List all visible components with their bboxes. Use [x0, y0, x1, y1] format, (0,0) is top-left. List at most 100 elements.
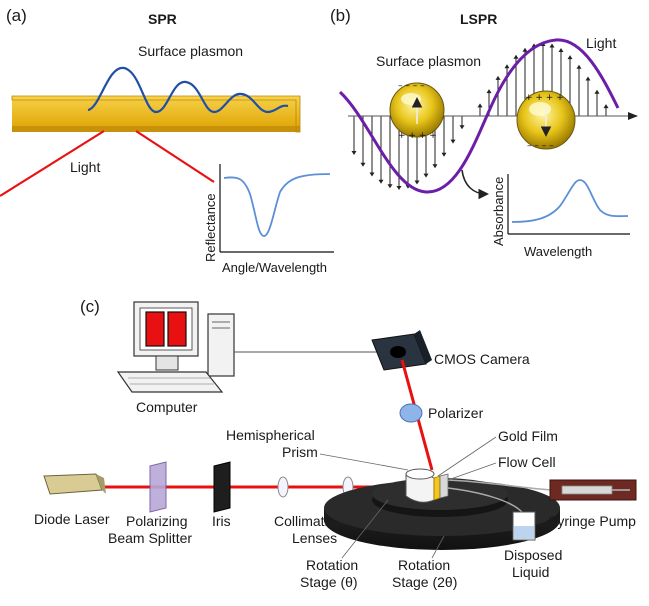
disposed-liquid-beaker: Disposed Liquid [504, 511, 562, 580]
collimating-label-line2: Lenses [292, 530, 337, 546]
nanoparticle-left: – – – – + + + + [389, 81, 445, 141]
panel-a-tag: (a) [6, 6, 27, 25]
field-arrowhead [369, 172, 375, 177]
beam-splitter-label-line2: Beam Splitter [108, 530, 192, 546]
field-arrowhead [387, 184, 393, 189]
field-arrowhead [495, 75, 501, 80]
field-arrowhead [477, 103, 483, 108]
tubing-lower [447, 487, 523, 513]
gold-film-slab [11, 95, 301, 133]
panel-c-tag: (c) [80, 297, 100, 316]
gold-film [433, 475, 441, 501]
rotation-2theta-label-line1: Rotation [398, 557, 450, 573]
field-arrowhead [576, 64, 582, 69]
flow-cell-label: Flow Cell [498, 454, 556, 470]
curved-pointer-arrow [461, 169, 489, 200]
absorbance-plot: Absorbance Wavelength [491, 174, 630, 259]
computer-tower [207, 313, 235, 377]
cmos-camera: CMOS Camera [371, 330, 530, 371]
nanoparticle-right: + + + + – – – – [516, 90, 576, 151]
polarizing-beam-splitter: Polarizing Beam Splitter [108, 461, 192, 546]
monitor-stand [155, 355, 179, 371]
panel-b-surface-plasmon-label: Surface plasmon [376, 53, 481, 69]
rotation-theta-label-line2: Stage (θ) [300, 574, 358, 590]
absorbance-ylabel: Absorbance [491, 177, 506, 246]
incident-light-beam [0, 130, 105, 197]
flow-cell-callout-line [447, 462, 497, 481]
prism-callout-line [319, 453, 409, 471]
polarizer [399, 403, 423, 423]
field-arrowhead [558, 47, 564, 52]
syringe-pump: Syringe Pump [548, 479, 637, 529]
cmos-camera-label: CMOS Camera [434, 351, 530, 367]
polarizer-label: Polarizer [428, 405, 484, 421]
panel-a-light-label: Light [70, 159, 100, 175]
disposed-label-line2: Liquid [512, 564, 549, 580]
field-arrowhead [504, 64, 510, 69]
diode-laser: Diode Laser [34, 473, 110, 527]
beam-splitter-label-line1: Polarizing [126, 513, 187, 529]
tubing-upper [447, 479, 553, 491]
field-arrowhead [441, 152, 447, 157]
gold-film-callout-line [437, 436, 497, 477]
camera-lens [390, 346, 406, 358]
field-arrowhead [351, 150, 357, 155]
propagation-arrowhead [628, 112, 638, 120]
reflectance-ylabel: Reflectance [203, 193, 218, 262]
hemispherical-label-line2: Prism [282, 444, 318, 460]
surface-plasmon-wave [87, 66, 289, 114]
panel-a-surface-plasmon-label: Surface plasmon [138, 43, 243, 59]
field-arrowhead [522, 47, 528, 52]
iris-label: Iris [212, 513, 231, 529]
field-arrowhead [513, 54, 519, 59]
screen-window-right [167, 311, 187, 347]
computer-label: Computer [136, 399, 198, 415]
reflectance-xlabel: Angle/Wavelength [222, 260, 327, 275]
field-arrowhead [432, 164, 438, 169]
iris: Iris [212, 461, 231, 529]
diode-laser-label: Diode Laser [34, 511, 110, 527]
rotation-theta-callout-line [341, 499, 389, 559]
screen-window-left [145, 311, 165, 347]
em-wave [338, 38, 620, 194]
panel-b: (b) LSPR Surface plasmon Light – – – – +… [330, 6, 638, 259]
beaker-liquid [514, 526, 534, 539]
field-arrowhead [603, 104, 609, 109]
panel-c: (c) Computer CMOS Camera [34, 297, 637, 590]
charge-plus-bottom-left: + + + + [398, 131, 437, 141]
disposed-label-line1: Disposed [504, 547, 562, 563]
reflected-light-beam [135, 130, 215, 183]
charge-minus-top-left: – – – – [398, 81, 425, 91]
syringe-barrel [561, 485, 613, 495]
field-arrowhead [459, 125, 465, 130]
absorbance-xlabel: Wavelength [524, 244, 592, 259]
panel-b-tag: (b) [330, 6, 351, 25]
panel-b-light-label: Light [586, 35, 616, 51]
panel-a-title: SPR [148, 11, 177, 27]
computer: Computer [116, 301, 235, 415]
field-arrowhead [567, 55, 573, 60]
field-arrowhead [486, 89, 492, 94]
field-arrowhead [549, 43, 555, 48]
field-arrowhead [594, 89, 600, 94]
charge-plus-top-right: + + + + [525, 93, 564, 103]
reflectance-curve [223, 173, 331, 237]
field-arrowhead [378, 179, 384, 184]
field-arrowhead [423, 173, 429, 178]
flow-cell [439, 473, 449, 499]
panel-b-title: LSPR [460, 11, 497, 27]
rotation-theta-label-line1: Rotation [306, 557, 358, 573]
field-arrowhead [450, 139, 456, 144]
field-arrowhead [396, 185, 402, 190]
collimating-lens-1 [277, 476, 289, 498]
syringe-pump-label: Syringe Pump [548, 513, 636, 529]
absorbance-curve [511, 179, 629, 223]
rotation-2theta-callout-line [431, 535, 445, 559]
hemispherical-prism [405, 468, 435, 503]
keyboard [116, 371, 224, 393]
rotation-2theta-label-line2: Stage (2θ) [392, 574, 457, 590]
charge-minus-bottom-right: – – – – [527, 141, 554, 151]
gold-film-label: Gold Film [498, 428, 558, 444]
field-arrowhead [360, 162, 366, 167]
